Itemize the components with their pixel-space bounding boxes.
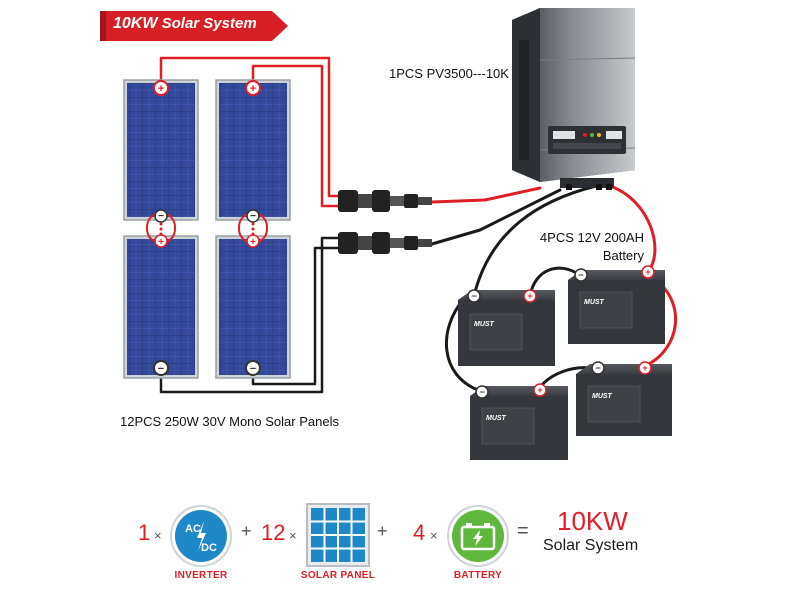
solar-panel-bottom-left xyxy=(123,235,199,379)
result-title: 10KW xyxy=(557,506,628,536)
panel-caption: SOLAR PANEL xyxy=(300,570,376,581)
battery-positive-main-wire xyxy=(608,184,657,274)
mc4-connectors xyxy=(338,190,432,254)
panel-series-link-a: − + xyxy=(146,209,176,248)
battery-1-terminal-minus: − xyxy=(467,289,481,303)
banner-title-sub: Solar System xyxy=(161,15,257,32)
panel-positive-wire-b xyxy=(251,64,340,208)
panel-qty: 12 xyxy=(261,520,286,545)
svg-text:+: + xyxy=(527,291,532,301)
mc4-connector-negative xyxy=(338,232,432,254)
inverter-icon-ac: AC xyxy=(185,523,201,535)
inverter-caption: INVERTER xyxy=(174,570,228,581)
solar-panel-top-left xyxy=(123,79,199,221)
battery-4-brand: MUST xyxy=(592,393,613,400)
panel-series-link-b: − + xyxy=(238,209,268,248)
battery-2-brand: MUST xyxy=(584,299,605,306)
panel-positive-wire-a xyxy=(159,56,340,198)
svg-text:−: − xyxy=(479,387,484,397)
battery-3: MUST − + xyxy=(470,383,568,460)
wires xyxy=(159,56,677,394)
panel-terminal-plus-b: + xyxy=(245,80,261,96)
svg-text:−: − xyxy=(158,211,164,222)
inverter-ac-dc-icon: AC DC xyxy=(170,505,232,567)
solar-panel-icon xyxy=(306,503,370,567)
battery-icon xyxy=(447,505,509,567)
title-banner xyxy=(100,11,288,41)
svg-text:−: − xyxy=(471,291,476,301)
svg-text:+: + xyxy=(250,237,256,248)
solar-panel-top-right xyxy=(215,79,291,221)
battery-link-wire-1 xyxy=(528,266,580,298)
panel-times: × xyxy=(289,528,297,543)
battery-2: MUST − + xyxy=(568,265,665,344)
inverter-label: 1PCS PV3500---10K xyxy=(389,66,509,81)
banner-title: 10KW Solar System xyxy=(113,15,257,33)
inverter-icon-dc: DC xyxy=(201,542,217,554)
battery-3-terminal-minus: − xyxy=(475,385,489,399)
svg-text:+: + xyxy=(250,83,256,95)
panel-terminal-minus-b: − xyxy=(245,360,261,376)
panel-terminal-plus-a: + xyxy=(153,80,169,96)
pv-negative-main-wire xyxy=(430,188,562,246)
svg-text:−: − xyxy=(595,363,600,373)
solar-panel-bottom-right xyxy=(215,235,291,379)
wiring-diagram: + + − + − + − xyxy=(123,8,677,460)
battery-label-line2: Battery xyxy=(602,248,644,263)
battery-4-terminal-plus: + xyxy=(638,361,652,375)
solar-panels: + + − + − + − xyxy=(123,79,291,379)
battery-2-terminal-plus: + xyxy=(641,265,655,279)
battery-times: × xyxy=(430,528,438,543)
svg-text:+: + xyxy=(537,385,542,395)
result-subtitle: Solar System xyxy=(543,537,639,554)
panels-label: 12PCS 250W 30V Mono Solar Panels xyxy=(120,414,339,429)
svg-text:+: + xyxy=(158,237,164,248)
svg-text:−: − xyxy=(250,363,256,375)
battery-3-terminal-plus: + xyxy=(533,383,547,397)
svg-text:+: + xyxy=(158,83,164,95)
inverter-qty: 1 xyxy=(138,520,151,545)
battery-4-terminal-minus: − xyxy=(591,361,605,375)
battery-1-brand: MUST xyxy=(474,321,495,328)
battery-qty: 4 xyxy=(413,520,426,545)
pv-positive-main-wire xyxy=(430,186,542,204)
svg-text:−: − xyxy=(158,363,164,375)
svg-text:−: − xyxy=(578,270,583,280)
inverter-times: × xyxy=(154,528,162,543)
banner-title-main: 10KW xyxy=(113,15,158,32)
battery-1: MUST − + xyxy=(458,289,555,366)
battery-4: MUST − + xyxy=(576,361,672,436)
panel-negative-wire-a xyxy=(159,236,340,394)
battery-1-terminal-plus: + xyxy=(523,289,537,303)
battery-negative-main-wire xyxy=(472,184,598,298)
plus-sign-1: + xyxy=(241,521,252,541)
mc4-connector-positive xyxy=(338,190,432,212)
battery-2-terminal-minus: − xyxy=(574,268,588,282)
equals-sign: = xyxy=(517,520,529,542)
panel-negative-wire-b xyxy=(251,246,340,386)
svg-text:−: − xyxy=(250,211,256,222)
battery-label-line1: 4PCS 12V 200AH xyxy=(539,230,644,245)
plus-sign-2: + xyxy=(377,521,388,541)
formula-row: 1 × AC DC INVERTER + 12 × SOLAR PANEL + … xyxy=(0,490,800,600)
panel-terminal-minus-a: − xyxy=(153,360,169,376)
svg-text:+: + xyxy=(645,267,650,277)
inverter-unit xyxy=(512,8,636,190)
battery-link-wire-3 xyxy=(444,298,480,392)
battery-caption: BATTERY xyxy=(453,570,503,581)
svg-text:+: + xyxy=(642,363,647,373)
battery-3-brand: MUST xyxy=(486,415,507,422)
